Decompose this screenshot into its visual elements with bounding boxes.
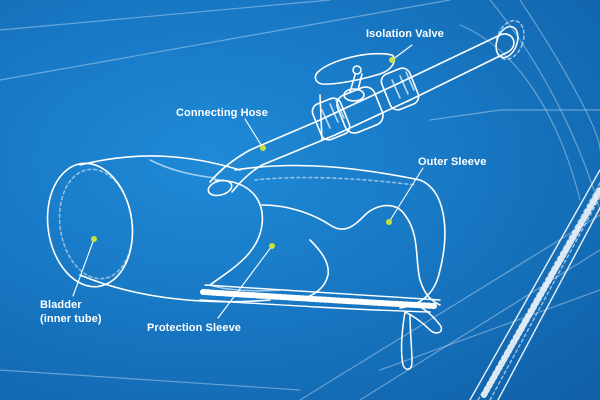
- label-protection-sleeve: Protection Sleeve: [147, 322, 242, 334]
- leader-dots: [91, 57, 395, 249]
- protection-sleeve: [209, 179, 441, 306]
- connecting-hose: [207, 33, 515, 197]
- isolation-valve-dot: [389, 57, 395, 63]
- connecting-hose-dot: [260, 145, 266, 151]
- label-bladder: Bladder: [40, 299, 82, 311]
- diagonal-zipper: [469, 169, 600, 400]
- label-bladder-sub: (inner tube): [40, 313, 102, 325]
- outer-sleeve-dot: [386, 219, 392, 225]
- bladder-tube: [46, 155, 271, 303]
- zipper-pull: [400, 303, 443, 370]
- bladder-dot: [91, 236, 97, 242]
- label-outer-sleeve: Outer Sleeve: [418, 156, 487, 168]
- outer-sleeve: [234, 164, 446, 309]
- label-isolation-valve: Isolation Valve: [366, 28, 444, 40]
- isolation-valve-body: [311, 67, 420, 141]
- hose-end: [495, 19, 525, 61]
- protection-sleeve-dot: [269, 243, 275, 249]
- valve-handle: [314, 52, 396, 102]
- leader-lines: [72, 44, 424, 319]
- label-connecting-hose: Connecting Hose: [176, 107, 268, 119]
